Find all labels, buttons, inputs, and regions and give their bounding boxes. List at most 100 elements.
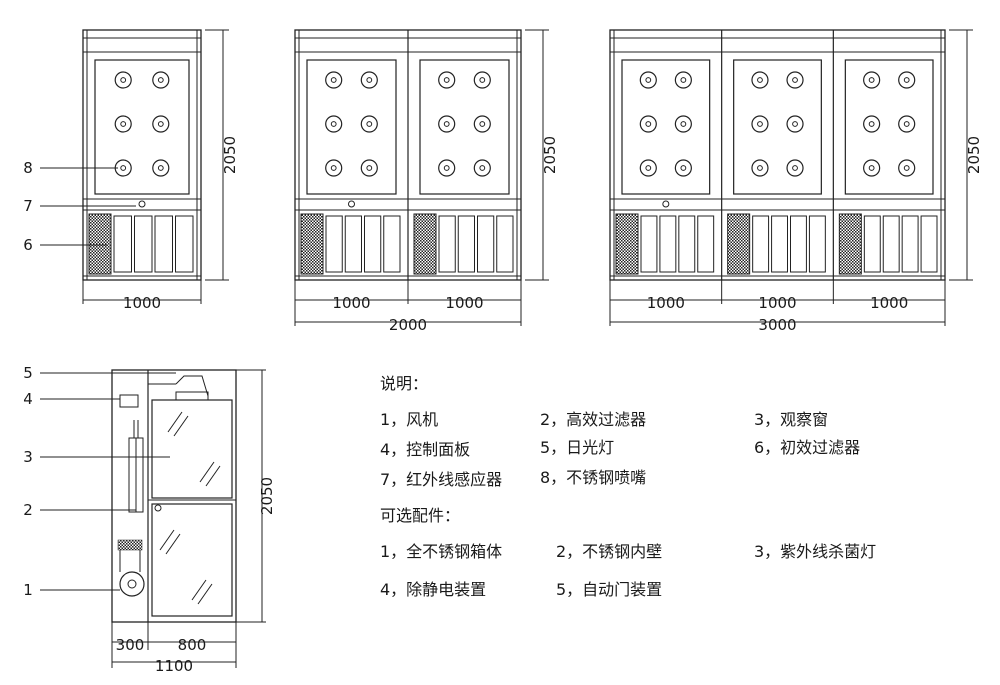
filter-slat xyxy=(640,215,658,273)
side-frame xyxy=(111,369,237,623)
nozzle-icon xyxy=(360,71,378,89)
nozzle-icon xyxy=(786,71,804,89)
nozzle-icon xyxy=(330,77,337,83)
nozzle-icon xyxy=(360,115,378,133)
sensor-icon xyxy=(154,504,162,512)
filter-slat xyxy=(808,215,826,273)
nozzle-panel xyxy=(306,59,397,195)
callout-number: 2 xyxy=(23,501,33,519)
module-width-label: 1000 xyxy=(870,294,908,312)
window-panel xyxy=(151,503,233,617)
nozzle-icon xyxy=(479,121,486,127)
filter-slat xyxy=(344,215,362,273)
legend-item-3: 3，观察窗 xyxy=(754,410,829,429)
module-width-label: 1000 xyxy=(758,294,796,312)
filter-slat xyxy=(678,215,696,273)
nozzle-icon xyxy=(903,77,910,83)
fan-icon xyxy=(119,571,145,597)
infrared-sensor-icon xyxy=(662,200,670,208)
front-callouts: 8 7 6 xyxy=(23,159,136,254)
filter-slat xyxy=(771,215,788,273)
callout-number: 1 xyxy=(23,581,33,599)
nozzle-icon xyxy=(786,159,804,177)
nozzle-icon xyxy=(751,159,769,177)
filter-slat xyxy=(752,215,770,273)
nozzle-icon xyxy=(443,121,450,127)
nozzle-icon xyxy=(757,77,763,83)
height-label: 2050 xyxy=(221,136,239,174)
callout-number: 4 xyxy=(23,390,33,408)
nozzle-icon xyxy=(645,165,652,171)
nozzle-icon xyxy=(360,159,378,177)
nozzle-panel xyxy=(94,59,190,195)
nozzle-icon xyxy=(325,71,343,89)
legend-item-5: 5，日光灯 xyxy=(540,438,615,457)
callout-number: 6 xyxy=(23,236,33,254)
filter-slat xyxy=(325,215,343,273)
nozzle-icon xyxy=(114,71,132,89)
nozzle-icon xyxy=(868,121,875,127)
nozzle-icon xyxy=(868,165,875,171)
nozzle-icon xyxy=(645,77,652,83)
glass-hatch xyxy=(159,529,175,551)
nozzle-icon xyxy=(479,165,486,171)
nozzle-icon xyxy=(120,121,127,127)
option-item-3: 3，紫外线杀菌灯 xyxy=(754,542,877,561)
pre-filter-mesh xyxy=(727,213,751,275)
nozzle-icon xyxy=(674,159,692,177)
legend-item-6: 6，初效过滤器 xyxy=(754,438,861,457)
glass-hatch xyxy=(199,461,215,483)
fan-icon xyxy=(127,579,137,589)
options-title: 可选配件： xyxy=(380,506,461,525)
nozzle-icon xyxy=(863,159,881,177)
nozzle-icon xyxy=(443,165,450,171)
legend-item-7: 7，红外线感应器 xyxy=(380,470,503,489)
side-total-label: 1100 xyxy=(155,657,193,675)
nozzle-icon xyxy=(645,121,652,127)
nozzle-icon xyxy=(680,121,687,127)
callout-number: 8 xyxy=(23,159,33,177)
nozzle-icon xyxy=(157,121,164,127)
filter-slat xyxy=(438,215,456,273)
nozzle-icon xyxy=(903,165,910,171)
filter-slat xyxy=(477,215,495,273)
nozzle-icon xyxy=(120,165,127,171)
nozzle-icon xyxy=(898,115,916,133)
nozzle-icon xyxy=(898,71,916,89)
filter-slat xyxy=(134,215,153,273)
legend-item-2: 2，高效过滤器 xyxy=(540,410,647,429)
filter-slat xyxy=(697,215,715,273)
pre-filter-mesh xyxy=(300,213,324,275)
glass-hatch xyxy=(205,465,221,487)
callout-number: 7 xyxy=(23,197,33,215)
filter-slat xyxy=(790,215,807,273)
filter-slat xyxy=(882,215,900,273)
nozzle-icon xyxy=(757,121,763,127)
nozzle-icon xyxy=(639,71,657,89)
infrared-sensor-icon xyxy=(138,200,146,208)
side-width-label: 300 xyxy=(116,636,145,654)
nozzle-icon xyxy=(639,115,657,133)
nozzle-icon xyxy=(473,71,491,89)
nozzle-icon xyxy=(473,115,491,133)
glass-hatch xyxy=(191,579,207,601)
nozzle-icon xyxy=(680,77,687,83)
nozzle-icon xyxy=(443,77,450,83)
nozzle-icon xyxy=(792,121,798,127)
nozzle-icon xyxy=(438,71,456,89)
option-item-1: 1，全不锈钢箱体 xyxy=(380,542,503,561)
nozzle-icon xyxy=(330,165,337,171)
nozzle-icon xyxy=(898,159,916,177)
height-label: 2050 xyxy=(541,136,559,174)
nozzle-icon xyxy=(868,77,875,83)
filter-slat xyxy=(457,215,475,273)
nozzle-icon xyxy=(157,165,164,171)
total-width-label: 3000 xyxy=(758,316,796,334)
nozzle-icon xyxy=(366,121,373,127)
nozzle-icon xyxy=(325,159,343,177)
nozzle-icon xyxy=(639,159,657,177)
